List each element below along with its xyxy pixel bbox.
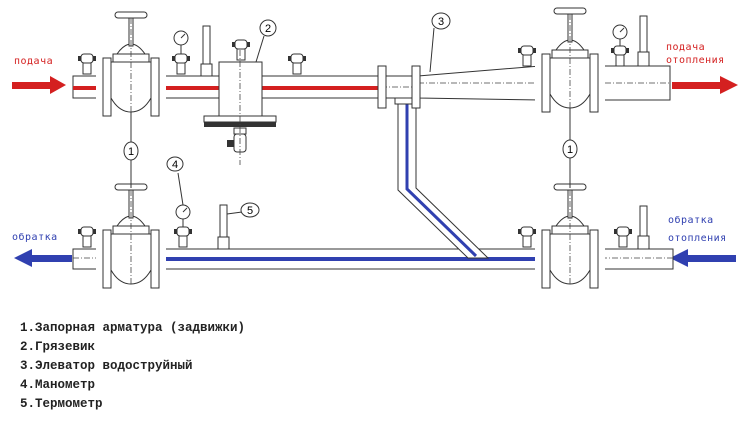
svg-text:2: 2 [265, 23, 271, 35]
return-arrow-right [670, 249, 736, 267]
gate-valve-return-left [95, 183, 167, 289]
mud-trap [203, 39, 277, 165]
gate-valve-return-right [534, 183, 606, 289]
svg-text:5: 5 [247, 205, 253, 217]
legend-item: 2.Грязевик [20, 340, 96, 354]
svg-text:1: 1 [567, 144, 573, 156]
callout-2: 2 [259, 19, 277, 37]
return-label: обратка [12, 231, 58, 243]
thermometer-icon [637, 15, 650, 67]
svg-text:3: 3 [438, 16, 444, 28]
tap-valve [517, 226, 537, 248]
elevator-flange [377, 65, 387, 109]
manometer-icon [175, 204, 191, 227]
gate-valve-supply-left [95, 11, 167, 117]
supply-heating-label-1: подача [666, 42, 705, 53]
legend-item: 1.Запорная арматура (задвижки) [20, 321, 246, 335]
callout-1: 1 [123, 141, 139, 161]
gate-valve-supply-right [534, 7, 606, 113]
tap-valve [171, 53, 191, 75]
tap-valve [287, 53, 307, 75]
elevator-flange [411, 65, 421, 109]
thermometer-icon [200, 25, 213, 77]
tap-valve [77, 226, 97, 248]
tap-valve [613, 226, 633, 248]
manometer-icon [612, 24, 628, 46]
supply-label: подача [14, 56, 53, 67]
svg-text:1: 1 [128, 146, 134, 158]
return-arrow-left [14, 249, 72, 267]
legend-item: 3.Элеватор водоструйный [20, 359, 193, 373]
supply-arrow-right [672, 76, 738, 94]
callout-1-right: 1 [562, 139, 578, 159]
tap-valve [173, 226, 193, 248]
supply-heating-label-2: отопления [666, 55, 725, 66]
callout-lines [130, 27, 571, 215]
return-heating-label-1: обратка [668, 214, 714, 226]
legend: 1.Запорная арматура (задвижки) 2.Грязеви… [20, 319, 245, 414]
callout-4: 4 [166, 156, 184, 172]
callout-3: 3 [431, 12, 451, 30]
thermometer-icon [217, 204, 230, 250]
return-heating-label-2: отопления [668, 233, 727, 244]
callout-5: 5 [240, 202, 260, 218]
legend-item: 4.Манометр [20, 378, 96, 392]
tap-valve [517, 45, 537, 67]
tap-valve [610, 45, 630, 67]
supply-arrow-left [12, 76, 66, 94]
legend-item: 5.Термометр [20, 397, 103, 411]
svg-text:4: 4 [172, 159, 178, 171]
elevator-branch-pipe [394, 97, 490, 259]
thermometer-icon [637, 205, 650, 250]
tap-valve [77, 53, 97, 75]
manometer-icon [173, 30, 189, 54]
